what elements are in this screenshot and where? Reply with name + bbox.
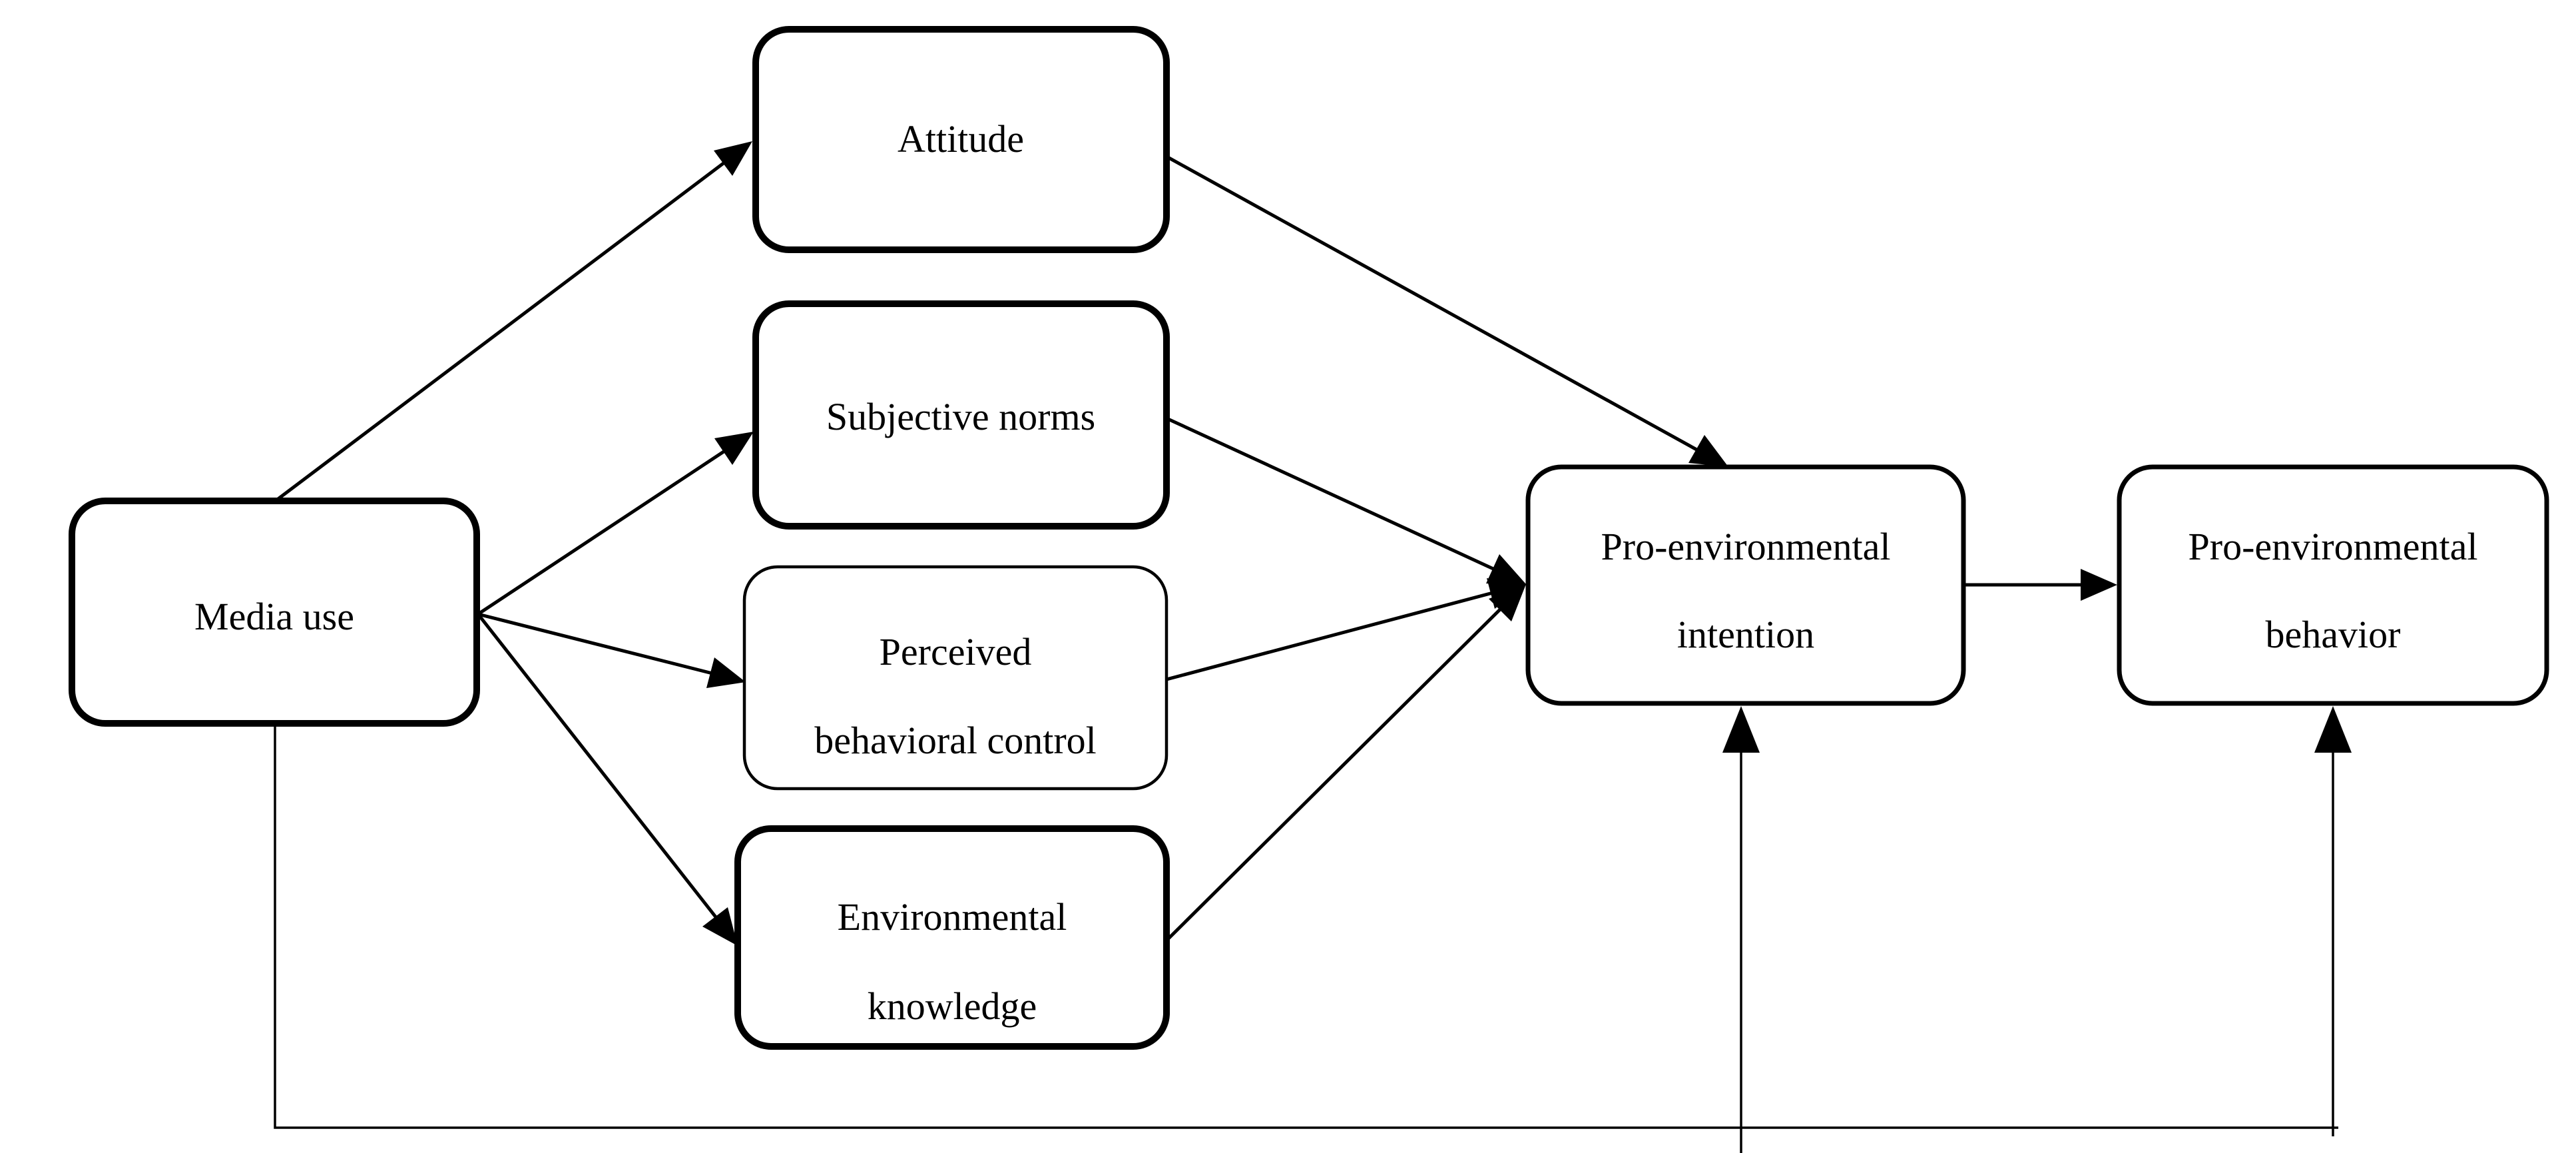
media-use-box [69, 498, 480, 727]
edge-subjective-norms-intention [1165, 416, 1496, 572]
pro-environmental-behavior-label-line2: behavior [2266, 613, 2401, 656]
pro-environmental-intention-label-line2: intention [1677, 613, 1814, 656]
arrowhead-media-use-env-knowledge [702, 907, 738, 946]
attitude-box [752, 26, 1170, 253]
pro-environmental-behavior-label-line1: Pro-environmental [2189, 525, 2478, 568]
perceived-behavioral-control-label-line1: Perceived [880, 630, 1032, 673]
arrowhead-media-use-subjective-norms [714, 432, 754, 465]
node-pro-environmental-behavior: Pro-environmental behavior [2117, 464, 2549, 706]
arrowhead-bottom-to-intention [1722, 706, 1760, 753]
edge-media-use-subjective-norms [477, 448, 727, 616]
media-use-label: Media use [194, 595, 354, 638]
edge-media-use-pbc [477, 612, 713, 675]
node-attitude: Attitude [752, 26, 1170, 253]
pro-environmental-behavior-box [2117, 464, 2549, 706]
edge-attitude-intention [1165, 155, 1699, 452]
environmental-knowledge-box [734, 825, 1170, 1050]
subjective-norms-box [752, 300, 1170, 530]
arrowhead-bottom-to-behavior [2314, 706, 2352, 753]
node-subjective-norms: Subjective norms [752, 300, 1170, 530]
arrowhead-media-use-pbc [706, 657, 746, 688]
edge-pbc-intention [1166, 591, 1493, 681]
environmental-knowledge-label-line2: knowledge [868, 984, 1037, 1028]
pro-environmental-intention-box [1525, 464, 1966, 706]
environmental-knowledge-label-line1: Environmental [838, 895, 1067, 939]
edge-media-use-env-knowledge [477, 613, 718, 919]
subjective-norms-label: Subjective norms [826, 395, 1095, 438]
perceived-behavioral-control-box [742, 565, 1168, 791]
arrowhead-env-knowledge-intention [1489, 584, 1526, 621]
node-environmental-knowledge: Environmental knowledge [734, 825, 1170, 1050]
attitude-label: Attitude [898, 117, 1024, 161]
arrowhead-intention-behavior [2081, 569, 2117, 601]
edge-media-use-attitude [275, 161, 726, 502]
arrowhead-attitude-intention [1688, 435, 1728, 467]
perceived-behavioral-control-label-line2: behavioral control [814, 719, 1097, 762]
arrowhead-subjective-norms-intention [1486, 554, 1526, 584]
node-media-use: Media use [69, 498, 480, 727]
node-perceived-behavioral-control: Perceived behavioral control [742, 565, 1168, 791]
node-pro-environmental-intention: Pro-environmental intention [1525, 464, 1966, 706]
edge-media-use-bottom-route [274, 723, 2338, 1129]
edge-env-knowledge-intention [1165, 606, 1503, 942]
pro-environmental-intention-label-line1: Pro-environmental [1601, 525, 1891, 568]
arrowhead-media-use-attitude [714, 141, 752, 176]
